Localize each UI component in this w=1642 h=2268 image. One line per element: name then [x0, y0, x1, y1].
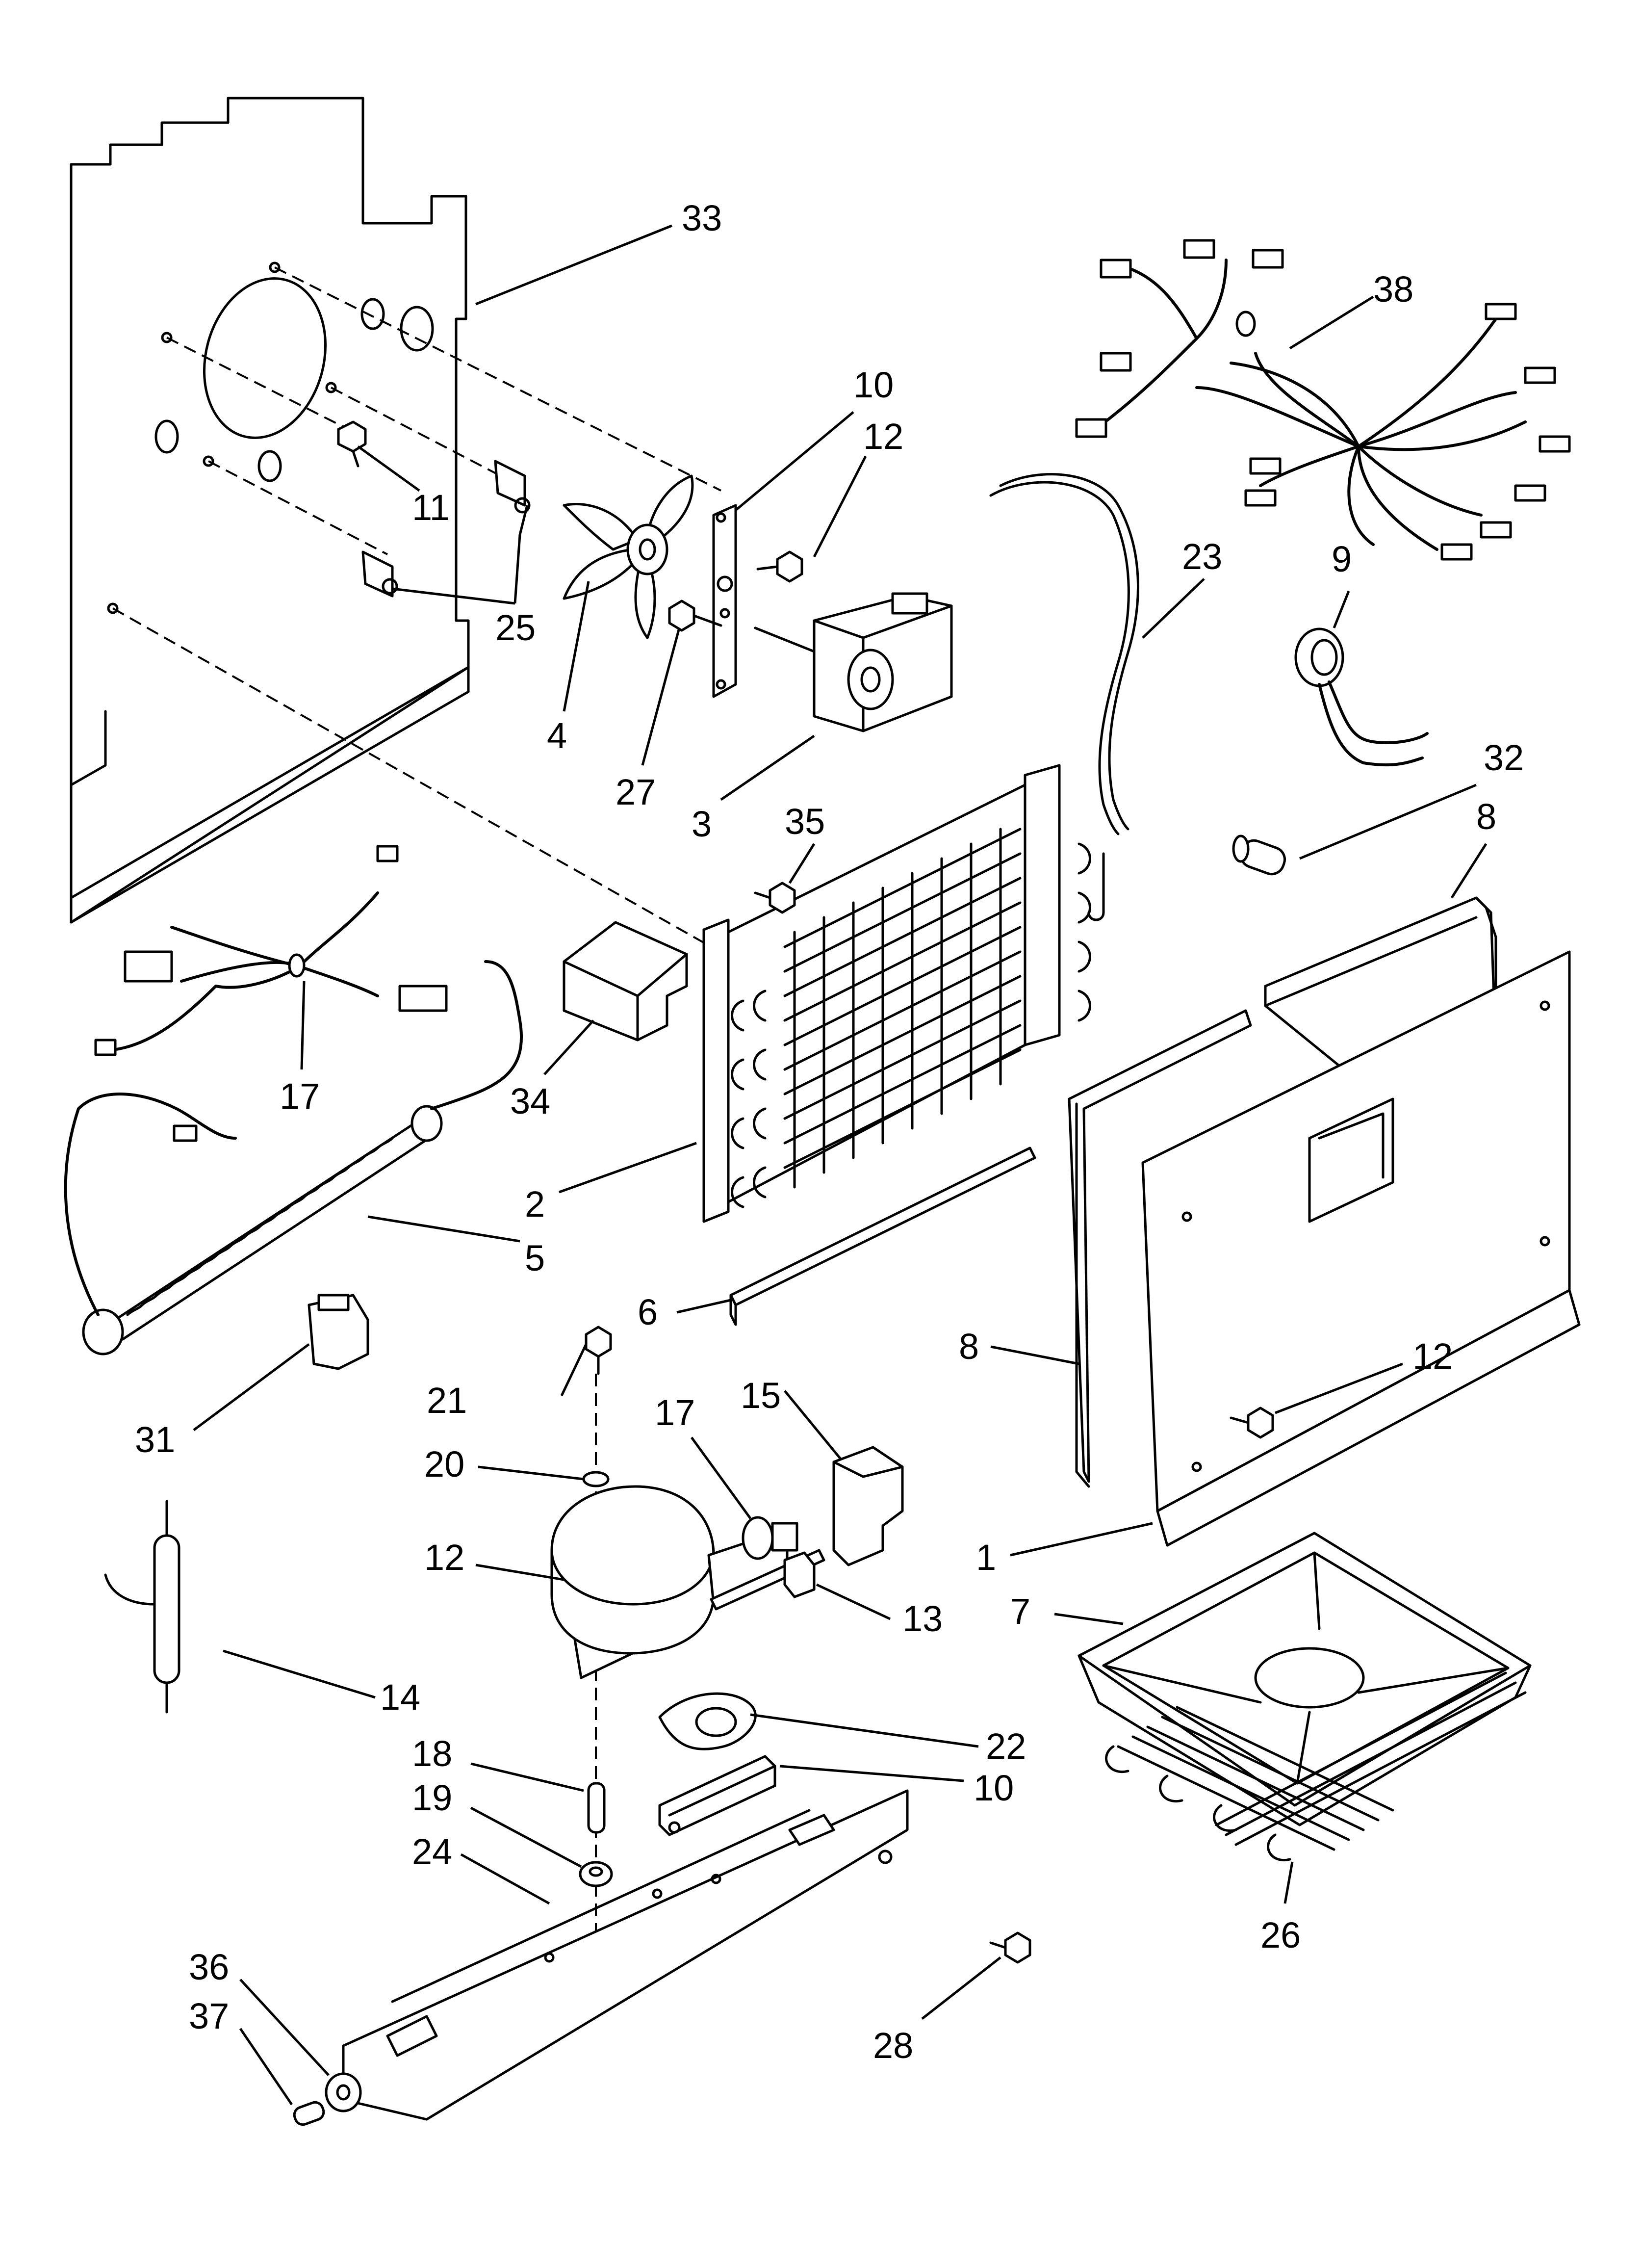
callout-34: 34 — [510, 1081, 550, 1121]
evaporator-2 — [702, 764, 1105, 1223]
trough-6 — [729, 1147, 1036, 1326]
clip-27-lower — [361, 550, 398, 598]
duct-panel-1 — [1141, 950, 1581, 1547]
callout-35: 35 — [785, 801, 825, 842]
callout-12-left: 11 — [412, 487, 450, 528]
bracket-11 — [712, 504, 737, 698]
evaporator-fins — [783, 828, 1022, 1189]
callout-14: 12 — [424, 1537, 464, 1578]
alignment-line — [331, 387, 511, 482]
callout-1: 1 — [976, 1537, 996, 1578]
callout-30: 28 — [873, 2025, 913, 2066]
callout-15: 13 — [902, 1598, 943, 1639]
drain-pan-7 — [1078, 1532, 1532, 1826]
callout-28: 26 — [1260, 1915, 1301, 1955]
callout-6: 6 — [638, 1292, 658, 1332]
callout-2: 2 — [525, 1184, 545, 1225]
screw-12-left — [337, 420, 367, 468]
callout-18: 17 — [280, 1076, 320, 1117]
callout-22: 20 — [424, 1444, 464, 1485]
bracket-31 — [308, 1294, 369, 1370]
callout-17: 15 — [741, 1375, 781, 1416]
alignment-line — [274, 266, 721, 492]
callout-8-lower: 8 — [959, 1326, 979, 1367]
fan-motor-3 — [754, 592, 953, 732]
bushing-36 — [325, 2072, 362, 2112]
callout-8-upper: 8 — [1476, 796, 1496, 837]
callout-33: 33 — [682, 198, 722, 238]
callout-19: 17 — [655, 1392, 695, 1433]
screw-30 — [989, 1931, 1031, 1964]
callout-32: 32 — [1484, 737, 1524, 778]
alignment-line — [208, 460, 388, 555]
callout-31: 31 — [135, 1419, 175, 1460]
callout-10: 10 — [974, 1768, 1014, 1808]
cover-17 — [832, 1446, 904, 1566]
clip-27-upper — [494, 460, 531, 514]
alignment-line — [112, 607, 712, 948]
callout-labels: 33 10 12 11 25 4 27 3 23 38 9 32 8 35 34… — [135, 198, 1524, 2066]
tube-25 — [999, 473, 1139, 831]
harness-18 — [94, 845, 448, 1056]
grommet-24 — [658, 1692, 757, 1750]
callout-12-right: 12 — [863, 416, 903, 457]
callout-24: 22 — [986, 1726, 1026, 1767]
thermostat-9 — [1294, 627, 1429, 767]
compressor-14 — [550, 1485, 825, 1679]
callout-27: 25 — [495, 607, 536, 648]
callout-37: 37 — [189, 1996, 229, 2036]
leader-lines — [193, 224, 1488, 2106]
callout-26: 24 — [412, 1831, 452, 1872]
callout-4: 4 — [547, 715, 567, 756]
capacitor-32 — [1232, 834, 1286, 876]
callout-9: 9 — [1332, 539, 1352, 579]
overload-19 — [742, 1516, 798, 1560]
callout-36: 36 — [189, 1947, 229, 1987]
callout-21: 19 — [412, 1777, 452, 1818]
callout-23: 21 — [427, 1380, 467, 1421]
screw-12-right — [756, 550, 803, 583]
bracket-10 — [658, 1755, 776, 1836]
screw-29 — [668, 600, 722, 632]
callout-13: 12 — [1412, 1336, 1453, 1377]
screw-13 — [1230, 1407, 1274, 1439]
pin-37 — [293, 2101, 325, 2126]
heater-grid-28 — [1105, 1671, 1527, 1861]
callout-20: 18 — [412, 1733, 452, 1774]
alignment-line — [166, 337, 354, 433]
grommet-21 — [579, 1861, 613, 1887]
gasket-8-lower — [1068, 1009, 1252, 1488]
screw-23 — [585, 1326, 612, 1375]
heater-5 — [64, 960, 523, 1356]
relay-15 — [783, 1551, 816, 1598]
callout-25: 23 — [1182, 536, 1222, 577]
rear-panel-33 — [70, 97, 470, 924]
screw-35 — [754, 882, 796, 914]
drier-16 — [104, 1500, 180, 1714]
callout-16: 14 — [380, 1677, 420, 1718]
wire-harness-38 — [1075, 239, 1571, 561]
callout-3: 3 — [692, 804, 712, 844]
callout-7: 7 — [1010, 1591, 1030, 1632]
washer-22 — [582, 1471, 610, 1487]
sleeve-20 — [587, 1782, 606, 1834]
insulation-34 — [563, 921, 688, 1042]
callout-5: 5 — [525, 1238, 545, 1278]
callout-38: 38 — [1373, 269, 1413, 310]
callout-11: 10 — [853, 365, 894, 405]
callout-29: 27 — [616, 772, 656, 812]
fan-blade-4 — [563, 474, 694, 639]
